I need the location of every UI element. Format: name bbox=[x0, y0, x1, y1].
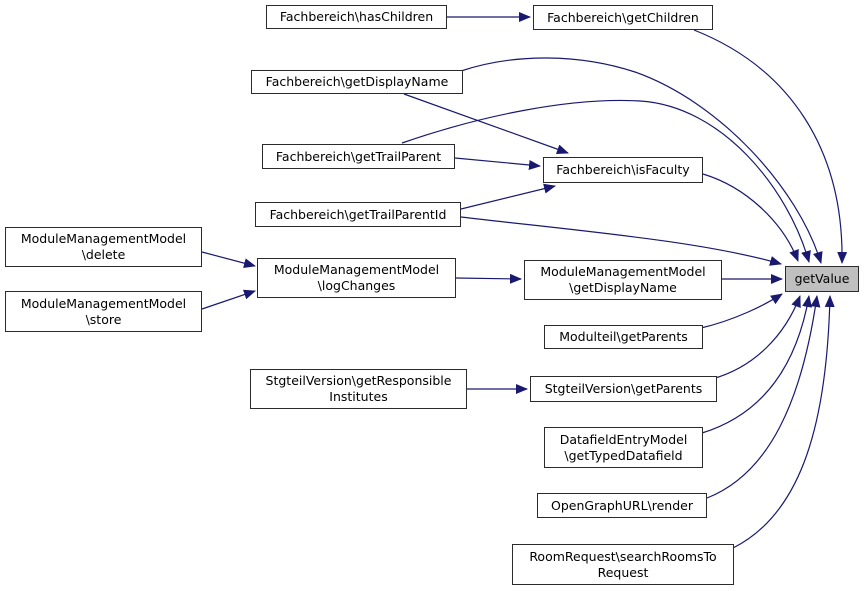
edge-isfaculty-to-getvalue bbox=[702, 173, 799, 262]
node-roomrequest-searchroomstorequest[interactable]: RoomRequest\searchRoomsTo Request bbox=[512, 544, 734, 585]
edge-gettrailparent-to-isfaculty bbox=[454, 157, 541, 170]
node-mmm-getdisplayname[interactable]: ModuleManagementModel \getDisplayName bbox=[524, 260, 722, 300]
edge-roomrequest-search-to-getvalue bbox=[732, 295, 835, 549]
node-fachbereich-gettrailparentid[interactable]: Fachbereich\getTrailParentId bbox=[255, 202, 461, 227]
edge-logchanges-to-mmm-getdisplayname bbox=[455, 273, 522, 284]
node-stgteilversion-getresponsibleinstitutes[interactable]: StgteilVersion\getResponsible Institutes bbox=[250, 369, 467, 409]
node-fachbereich-getdisplayname[interactable]: Fachbereich\getDisplayName bbox=[251, 70, 463, 94]
edge-opengraphurl-render-to-getvalue bbox=[706, 295, 821, 499]
node-modulteil-getparents[interactable]: Modulteil\getParents bbox=[544, 325, 703, 349]
edge-gettrailparent-to-getvalue bbox=[401, 99, 811, 263]
node-mmm-logchanges[interactable]: ModuleManagementModel \logChanges bbox=[257, 258, 456, 298]
node-fachbereich-gettrailparent[interactable]: Fachbereich\getTrailParent bbox=[262, 144, 455, 169]
edge-fachbereich-getdisplayname-to-isfaculty bbox=[403, 93, 569, 154]
edge-mmm-delete-to-logchanges bbox=[201, 251, 256, 269]
edge-modulteil-getparents-to-getvalue bbox=[700, 293, 783, 329]
edge-gettrailparentid-to-isfaculty bbox=[460, 183, 556, 210]
node-fachbereich-haschildren[interactable]: Fachbereich\hasChildren bbox=[266, 5, 447, 29]
node-opengraphurl-render[interactable]: OpenGraphURL\render bbox=[537, 493, 707, 518]
node-getvalue-current: getValue bbox=[785, 266, 859, 292]
node-fachbereich-isfaculty[interactable]: Fachbereich\isFaculty bbox=[543, 157, 703, 183]
edge-fachbereich-getdisplayname-to-getvalue bbox=[460, 57, 823, 264]
node-mmm-delete[interactable]: ModuleManagementModel \delete bbox=[5, 227, 202, 267]
edge-datafield-gettypeddatafield-to-getvalue bbox=[701, 295, 813, 434]
node-fachbereich-getchildren[interactable]: Fachbereich\getChildren bbox=[533, 5, 713, 30]
edge-stgteil-getparents-to-getvalue bbox=[711, 295, 801, 380]
node-datafieldentrymodel-gettypeddatafield[interactable]: DatafieldEntryModel \getTypedDatafield bbox=[544, 427, 703, 468]
edge-mmm-store-to-logchanges bbox=[201, 289, 256, 310]
node-stgteilversion-getparents[interactable]: StgteilVersion\getParents bbox=[530, 376, 717, 402]
node-mmm-store[interactable]: ModuleManagementModel \store bbox=[5, 291, 202, 332]
edge-getchildren-to-getvalue bbox=[693, 29, 848, 264]
edge-gettrailparentid-to-getvalue bbox=[460, 216, 782, 266]
